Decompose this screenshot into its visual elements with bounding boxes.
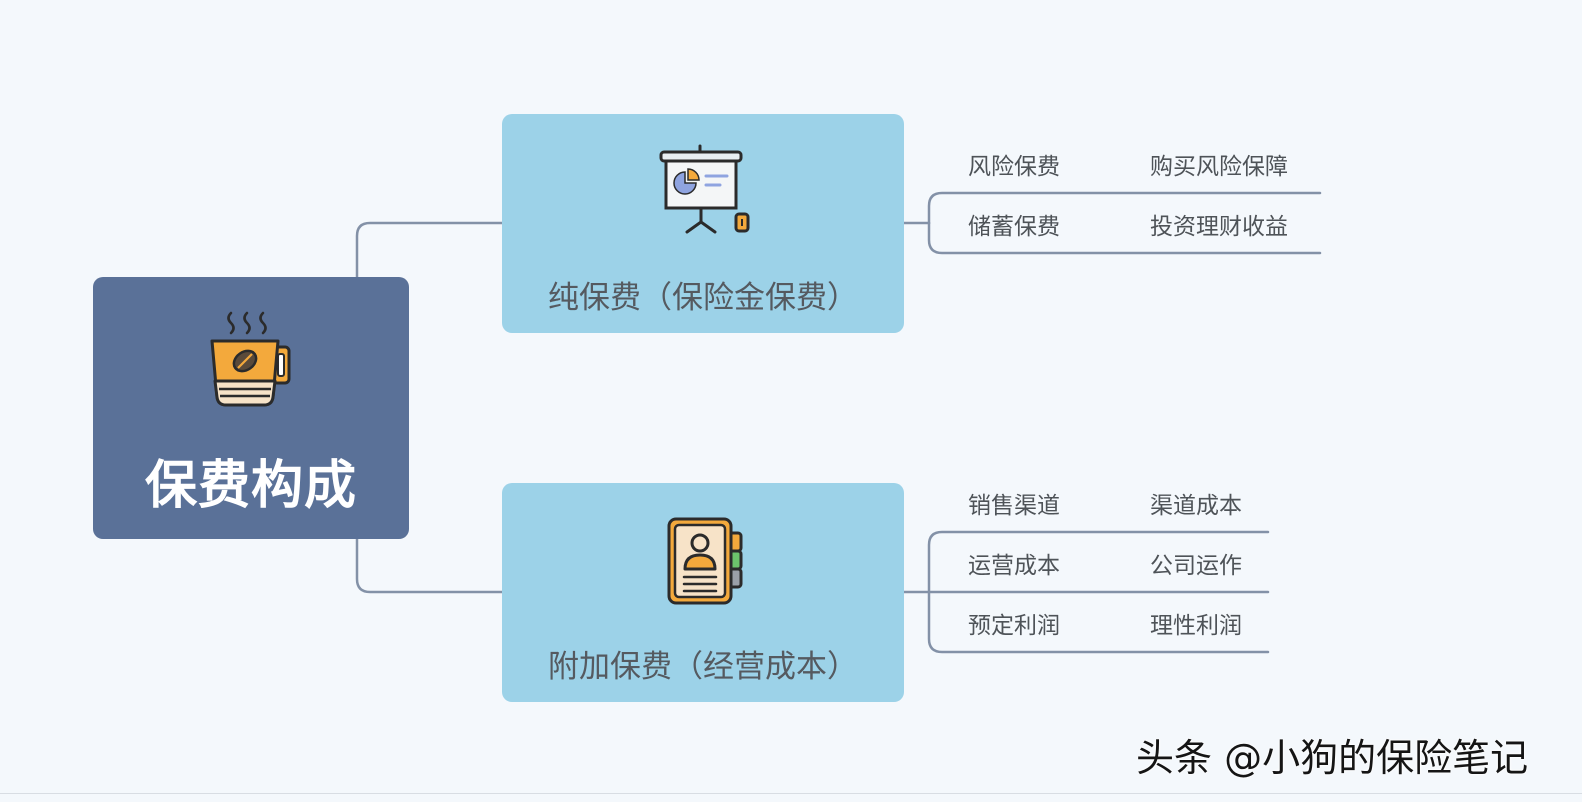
leaf-name[interactable]: 储蓄保费: [968, 214, 1060, 240]
branch-node-additional-premium[interactable]: 附加保费（经营成本）: [502, 483, 904, 702]
branch-2-leaf-line-3: [927, 590, 1270, 654]
branch-1-leaf-line-2: [927, 221, 1322, 255]
branch-1-leaf-line-1: [927, 191, 1322, 225]
leaf-name[interactable]: 销售渠道: [968, 493, 1060, 519]
leaf-name[interactable]: 运营成本: [968, 553, 1060, 579]
branch-label: 纯保费（保险金保费）: [548, 280, 858, 316]
contact-card-icon: [667, 517, 743, 605]
leaf-name[interactable]: 预定利润: [968, 613, 1060, 639]
leaf-desc[interactable]: 购买风险保障: [1150, 154, 1288, 180]
branch-label: 附加保费（经营成本）: [548, 649, 858, 685]
branch-node-pure-premium[interactable]: 纯保费（保险金保费）: [502, 114, 904, 333]
watermark-text: 头条 @小狗的保险笔记: [1136, 736, 1529, 780]
root-to-branch-2-line: [355, 537, 504, 594]
root-node[interactable]: 保费构成: [93, 277, 409, 539]
branch-2-leaf-line-1: [927, 530, 1270, 594]
presentation-board-icon: [659, 144, 750, 234]
root-to-branch-1-line: [355, 221, 504, 279]
bottom-divider: [0, 793, 1582, 794]
root-title: 保费构成: [144, 456, 357, 516]
coffee-cup-icon: [210, 311, 291, 407]
leaf-desc[interactable]: 理性利润: [1150, 613, 1242, 639]
leaf-desc[interactable]: 公司运作: [1150, 553, 1242, 579]
leaf-name[interactable]: 风险保费: [968, 154, 1060, 180]
leaf-desc[interactable]: 投资理财收益: [1150, 214, 1288, 240]
leaf-desc[interactable]: 渠道成本: [1150, 493, 1242, 519]
